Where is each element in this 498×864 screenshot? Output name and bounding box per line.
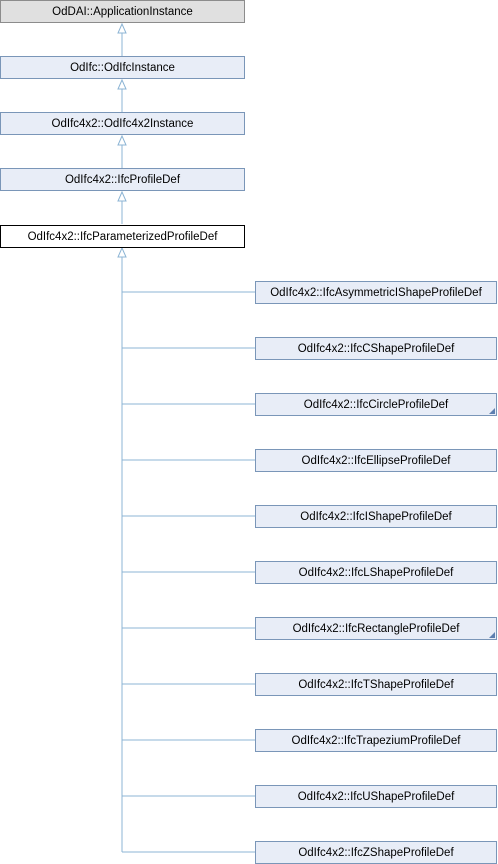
class-node-label: OdIfc4x2::IfcLShapeProfileDef xyxy=(298,566,454,579)
class-node-zshape[interactable]: OdIfc4x2::IfcZShapeProfileDef xyxy=(255,841,497,864)
arrowhead-4 xyxy=(117,190,127,202)
class-node-trapezium[interactable]: OdIfc4x2::IfcTrapeziumProfileDef xyxy=(255,729,497,752)
class-node-label: OdIfc4x2::OdIfc4x2Instance xyxy=(51,117,194,130)
class-node-odifc-instance[interactable]: OdIfc::OdIfcInstance xyxy=(0,56,245,79)
children-edges xyxy=(121,248,255,853)
class-node-circle[interactable]: OdIfc4x2::IfcCircleProfileDef xyxy=(255,393,497,416)
class-node-rectangle[interactable]: OdIfc4x2::IfcRectangleProfileDef xyxy=(255,617,497,640)
class-node-label: OdIfc4x2::IfcRectangleProfileDef xyxy=(292,622,460,635)
class-node-ishape[interactable]: OdIfc4x2::IfcIShapeProfileDef xyxy=(255,505,497,528)
arrowhead-2 xyxy=(117,78,127,90)
class-node-ifc-parameterized-profile-def: OdIfc4x2::IfcParameterizedProfileDef xyxy=(0,225,245,248)
class-node-label: OdDAI::ApplicationInstance xyxy=(52,5,193,18)
class-node-cshape[interactable]: OdIfc4x2::IfcCShapeProfileDef xyxy=(255,337,497,360)
class-node-label: OdIfc4x2::IfcParameterizedProfileDef xyxy=(27,230,218,243)
arrowhead-1 xyxy=(117,22,127,34)
class-node-label: OdIfc4x2::IfcTrapeziumProfileDef xyxy=(291,734,461,747)
more-subclasses-icon xyxy=(489,408,495,414)
class-node-ellipse[interactable]: OdIfc4x2::IfcEllipseProfileDef xyxy=(255,449,497,472)
class-node-application-instance[interactable]: OdDAI::ApplicationInstance xyxy=(0,0,245,23)
class-node-label: OdIfc4x2::IfcIShapeProfileDef xyxy=(300,510,452,523)
chain-arrowheads xyxy=(117,22,127,202)
class-node-label: OdIfc4x2::IfcEllipseProfileDef xyxy=(301,454,451,467)
class-node-label: OdIfc4x2::IfcCircleProfileDef xyxy=(303,398,449,411)
class-node-label: OdIfc4x2::IfcProfileDef xyxy=(64,173,181,186)
arrowhead-3 xyxy=(117,134,127,146)
class-node-ifc-profile-def[interactable]: OdIfc4x2::IfcProfileDef xyxy=(0,168,245,191)
class-node-ushape[interactable]: OdIfc4x2::IfcUShapeProfileDef xyxy=(255,785,497,808)
class-node-tshape[interactable]: OdIfc4x2::IfcTShapeProfileDef xyxy=(255,673,497,696)
class-node-label: OdIfc4x2::IfcTShapeProfileDef xyxy=(298,678,454,691)
class-node-label: OdIfc4x2::IfcUShapeProfileDef xyxy=(297,790,455,803)
class-node-asymmetric-ishape[interactable]: OdIfc4x2::IfcAsymmetricIShapeProfileDef xyxy=(255,281,497,304)
class-node-label: OdIfc::OdIfcInstance xyxy=(70,61,175,74)
more-subclasses-icon xyxy=(489,632,495,638)
class-node-label: OdIfc4x2::IfcAsymmetricIShapeProfileDef xyxy=(270,286,482,299)
class-node-odifc4x2-instance[interactable]: OdIfc4x2::OdIfc4x2Instance xyxy=(0,112,245,135)
class-node-lshape[interactable]: OdIfc4x2::IfcLShapeProfileDef xyxy=(255,561,497,584)
class-node-label: OdIfc4x2::IfcZShapeProfileDef xyxy=(298,846,454,859)
arrowhead-5 xyxy=(117,246,127,258)
class-node-label: OdIfc4x2::IfcCShapeProfileDef xyxy=(297,342,455,355)
